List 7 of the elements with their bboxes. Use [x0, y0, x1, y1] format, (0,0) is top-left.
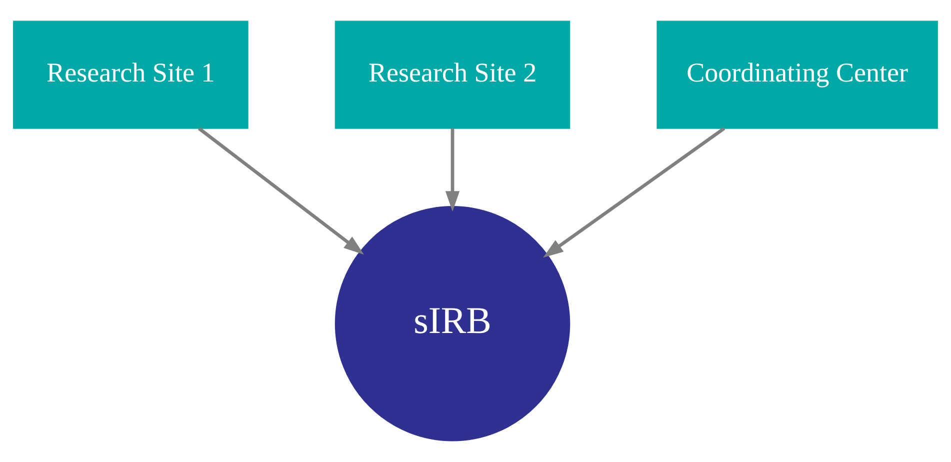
arrow — [543, 127, 726, 258]
arrow — [198, 127, 364, 255]
node-box: Research Site 1 — [13, 20, 248, 129]
node-box: Research Site 2 — [334, 20, 570, 129]
arrow — [445, 128, 460, 212]
node-circle: sIRB — [334, 206, 570, 442]
node-box: Coordinating Center — [656, 20, 938, 129]
